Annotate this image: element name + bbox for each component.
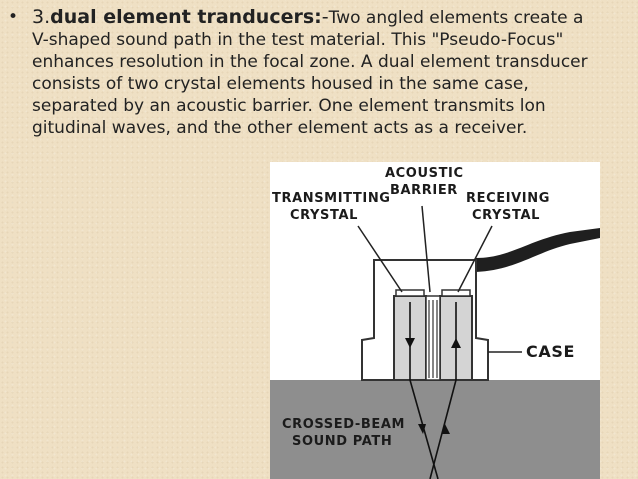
body-line-2: V-shaped sound path in the test material… [32,30,564,50]
label-receiving: RECEIVING [466,191,550,206]
body-line-5: separated by an acoustic barrier. One el… [32,96,546,116]
item-number: 3. [32,6,51,28]
label-transmitting: TRANSMITTING [272,191,391,206]
body-line-3: enhances resolution in the focal zone. A… [32,52,588,72]
label-receiving-crystal: CRYSTAL [472,208,540,223]
cable [476,228,600,272]
label-sound-path: SOUND PATH [292,434,392,449]
body-line-1: Two angled elements create a [328,8,584,28]
body-line-6: gitudinal waves, and the other element a… [32,118,528,138]
label-transmitting-crystal: CRYSTAL [290,208,358,223]
body-line-4: consists of two crystal elements housed … [32,74,529,94]
bullet-paragraph: • 3.dual element tranducers:-Two angled … [8,6,632,139]
bullet-marker: • [8,7,19,27]
label-barrier: BARRIER [390,183,458,198]
label-case: CASE [526,342,575,361]
label-acoustic: ACOUSTIC [385,166,464,181]
heading-dash: - [321,6,329,28]
bullet-text: 3.dual element tranducers:-Two angled el… [32,6,632,139]
heading: dual element tranducers: [50,6,322,28]
dual-transducer-diagram: ACOUSTIC BARRIER TRANSMITTING CRYSTAL RE… [270,162,600,479]
label-crossed-beam: CROSSED-BEAM [282,417,405,432]
